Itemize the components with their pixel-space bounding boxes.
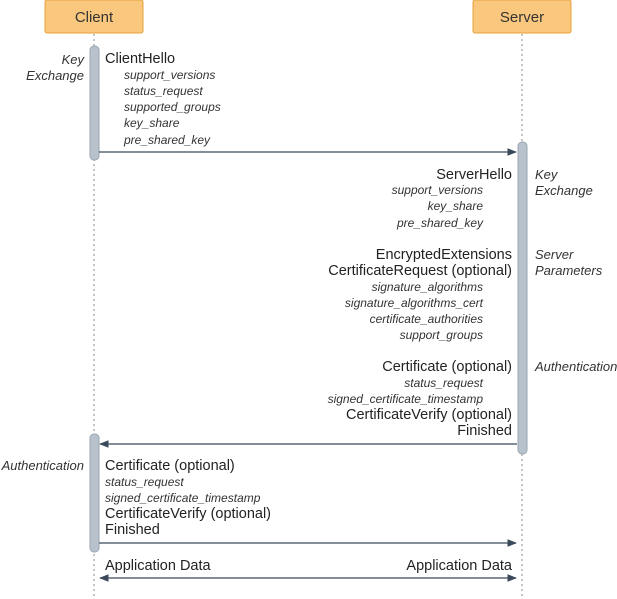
- server-hello-ext: key_share: [428, 199, 484, 213]
- client-activation-finish: [89, 433, 100, 553]
- client-finished: Finished: [105, 522, 160, 538]
- server-hello-message: ServerHello support_versions key_share p…: [392, 167, 512, 230]
- server-authentication-label: Authentication: [534, 359, 617, 374]
- client-certificate-title: Certificate (optional): [105, 458, 235, 474]
- client-application-data-label: Application Data: [105, 558, 212, 574]
- client-hello-ext: key_share: [124, 116, 180, 130]
- client-hello-title: ClientHello: [105, 51, 175, 67]
- server-parameters-messages: EncryptedExtensions CertificateRequest (…: [328, 247, 512, 342]
- client-certificate-ext: signed_certificate_timestamp: [105, 491, 261, 505]
- client-hello-ext: supported_groups: [124, 100, 221, 114]
- client-key-exchange-label-1: Key: [62, 52, 86, 67]
- server-activation: [517, 141, 528, 455]
- client-hello-ext: status_request: [124, 84, 203, 98]
- certificate-request-ext: signature_algorithms_cert: [345, 296, 484, 310]
- client-hello-ext: pre_shared_key: [123, 133, 211, 147]
- server-key-exchange-label-1: Key: [535, 167, 559, 182]
- client-activation-hello: [89, 45, 100, 161]
- server-finished: Finished: [457, 423, 512, 439]
- server-hello-ext: pre_shared_key: [396, 216, 484, 230]
- server-parameters-label-2: Parameters: [535, 263, 603, 278]
- server-certificate-title: Certificate (optional): [382, 359, 512, 375]
- client-certificate-ext: status_request: [105, 475, 184, 489]
- certificate-request-ext: signature_algorithms: [372, 280, 483, 294]
- server-certificate-ext: signed_certificate_timestamp: [328, 392, 484, 406]
- server-certificate-ext: status_request: [404, 376, 483, 390]
- server-parameters-label-1: Server: [535, 247, 574, 262]
- client-certificate-verify: CertificateVerify (optional): [105, 506, 271, 522]
- client-hello-ext: support_versions: [124, 68, 215, 82]
- server-actor: Server: [472, 0, 572, 34]
- server-authentication-messages: Certificate (optional) status_request si…: [328, 359, 512, 439]
- certificate-request-ext: support_groups: [400, 328, 483, 342]
- client-hello-message: ClientHello support_versions status_requ…: [105, 51, 221, 147]
- encrypted-extensions-title: EncryptedExtensions: [376, 247, 512, 263]
- client-key-exchange-label-2: Exchange: [26, 68, 84, 83]
- certificate-request-title: CertificateRequest (optional): [328, 263, 512, 279]
- client-authentication-messages: Certificate (optional) status_request si…: [105, 458, 271, 538]
- server-application-data-label: Application Data: [406, 558, 513, 574]
- certificate-request-ext: certificate_authorities: [370, 312, 483, 326]
- client-actor: Client: [44, 0, 144, 34]
- client-authentication-label: Authentication: [1, 458, 84, 473]
- client-actor-label: Client: [75, 9, 114, 26]
- server-hello-ext: support_versions: [392, 183, 483, 197]
- server-hello-title: ServerHello: [436, 167, 512, 183]
- server-certificate-verify: CertificateVerify (optional): [346, 407, 512, 423]
- server-actor-label: Server: [500, 9, 544, 26]
- server-key-exchange-label-2: Exchange: [535, 183, 593, 198]
